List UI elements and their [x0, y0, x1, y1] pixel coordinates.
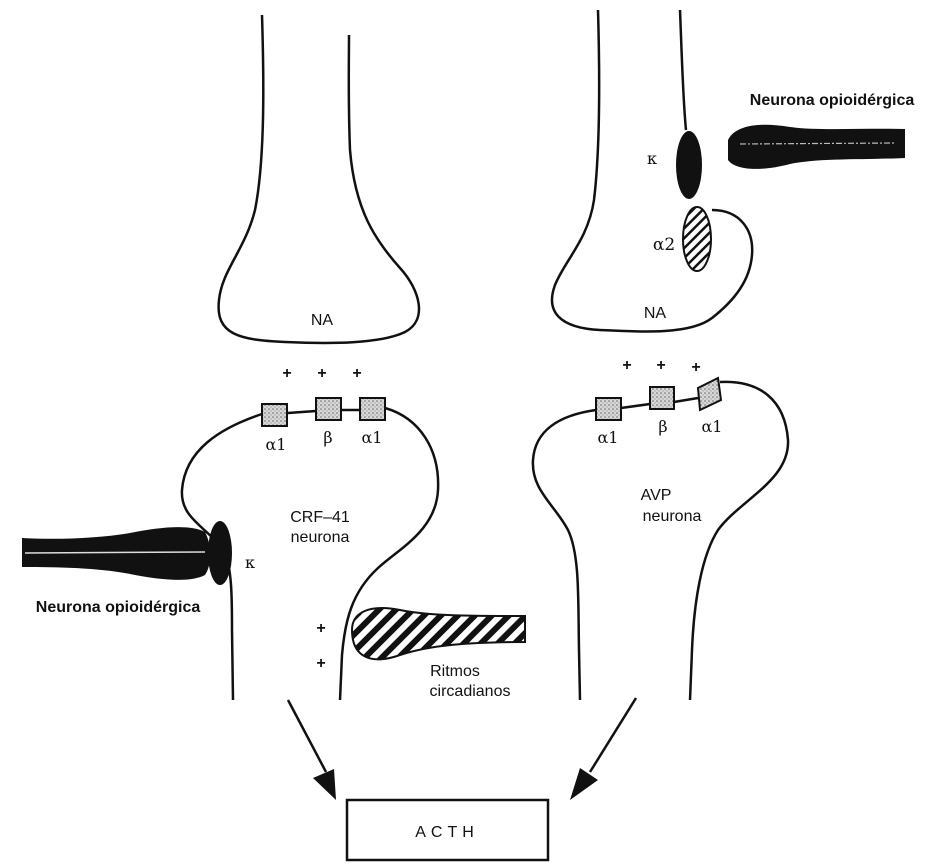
alpha1-receptor [596, 398, 621, 420]
membrane-segment [288, 411, 316, 413]
left-na-terminal [219, 15, 419, 343]
plus-sign: + [622, 357, 631, 374]
right-na-axon [680, 10, 686, 130]
crf41-label-neurona: neurona [291, 529, 350, 546]
kappa-receptor [676, 131, 702, 199]
avp-label: AVP [641, 487, 672, 504]
plus-sign: + [317, 365, 326, 382]
arrow-left [288, 700, 326, 772]
circadian-label: Ritmos [430, 663, 480, 680]
acth-label: ACTH [415, 824, 479, 841]
circadian-label-line2: circadianos [430, 683, 511, 700]
alpha1-receptor [262, 404, 287, 426]
left-na-label: NA [311, 312, 334, 329]
arrow-left-head [313, 769, 336, 800]
kappa-label: κ [245, 553, 255, 572]
receptor-label: β [658, 417, 667, 436]
opioid-neuron-label-right: Neurona opioidérgica [750, 92, 915, 109]
alpha1-receptor [360, 398, 385, 420]
receptor-label: α1 [702, 417, 723, 436]
beta-receptor [650, 387, 674, 409]
kappa-receptor [208, 521, 232, 585]
arrow-right-head [570, 768, 598, 800]
alpha1-receptor [698, 378, 721, 410]
plus-sign: + [691, 359, 700, 376]
plus-sign: + [352, 365, 361, 382]
receptor-label: α1 [598, 428, 619, 447]
plus-sign: + [316, 620, 325, 637]
plus-sign: + [656, 357, 665, 374]
arrow-right [590, 698, 636, 772]
avp-label-neurona: neurona [643, 508, 702, 525]
right-na-terminal [552, 10, 752, 332]
alpha2-label: α2 [653, 235, 675, 255]
right-na-label: NA [644, 305, 667, 322]
opioid-neuron-label-left: Neurona opioidérgica [36, 599, 201, 616]
membrane-segment [621, 404, 650, 408]
beta-receptor [316, 398, 341, 420]
opioid-neuron-right [728, 125, 905, 169]
membrane-segment [674, 398, 698, 402]
plus-sign: + [282, 365, 291, 382]
crf41-label: CRF–41 [290, 509, 350, 526]
opioid-neuron-texture [25, 552, 205, 553]
circadian-input [352, 608, 525, 659]
receptor-label: α1 [266, 435, 287, 454]
receptor-label: β [323, 428, 332, 447]
plus-sign: + [316, 655, 325, 672]
receptor-label: α1 [362, 428, 383, 447]
alpha2-receptor [683, 207, 711, 271]
kappa-label: κ [647, 149, 657, 168]
